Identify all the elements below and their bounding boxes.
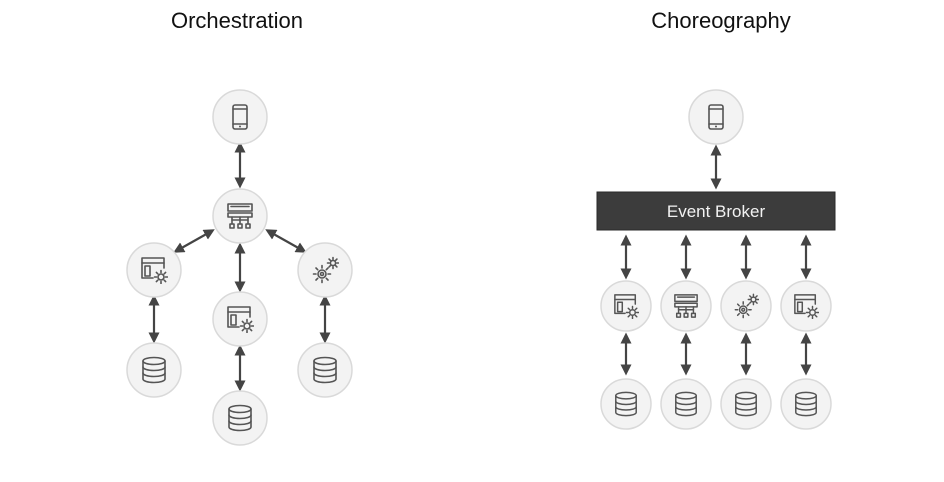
choreo-database-4 (780, 378, 832, 430)
event-broker: Event Broker (596, 191, 836, 231)
client-node (212, 89, 268, 145)
service-a-node (126, 242, 182, 298)
choreo-database-3 (720, 378, 772, 430)
orchestrator-node (212, 188, 268, 244)
database-node-c (297, 342, 353, 398)
service-b-node (212, 291, 268, 347)
orchestration-title: Orchestration (170, 8, 304, 33)
client-node (688, 89, 744, 145)
choreo-service-1 (600, 280, 652, 332)
choreo-database-1 (600, 378, 652, 430)
arrow-orchestrator-service-a (173, 229, 215, 253)
service-c-node (297, 242, 353, 298)
choreo-service-2 (660, 280, 712, 332)
choreography-diagram: Event Broker (596, 89, 836, 430)
orchestration-diagram (126, 89, 353, 446)
database-node-a (126, 342, 182, 398)
choreo-service-3 (720, 280, 772, 332)
choreo-service-4 (780, 280, 832, 332)
database-node-b (212, 390, 268, 446)
choreography-title: Choreography (651, 8, 791, 33)
arrow-orchestrator-service-c (265, 229, 307, 253)
choreo-database-2 (660, 378, 712, 430)
event-broker-label: Event Broker (667, 202, 766, 221)
